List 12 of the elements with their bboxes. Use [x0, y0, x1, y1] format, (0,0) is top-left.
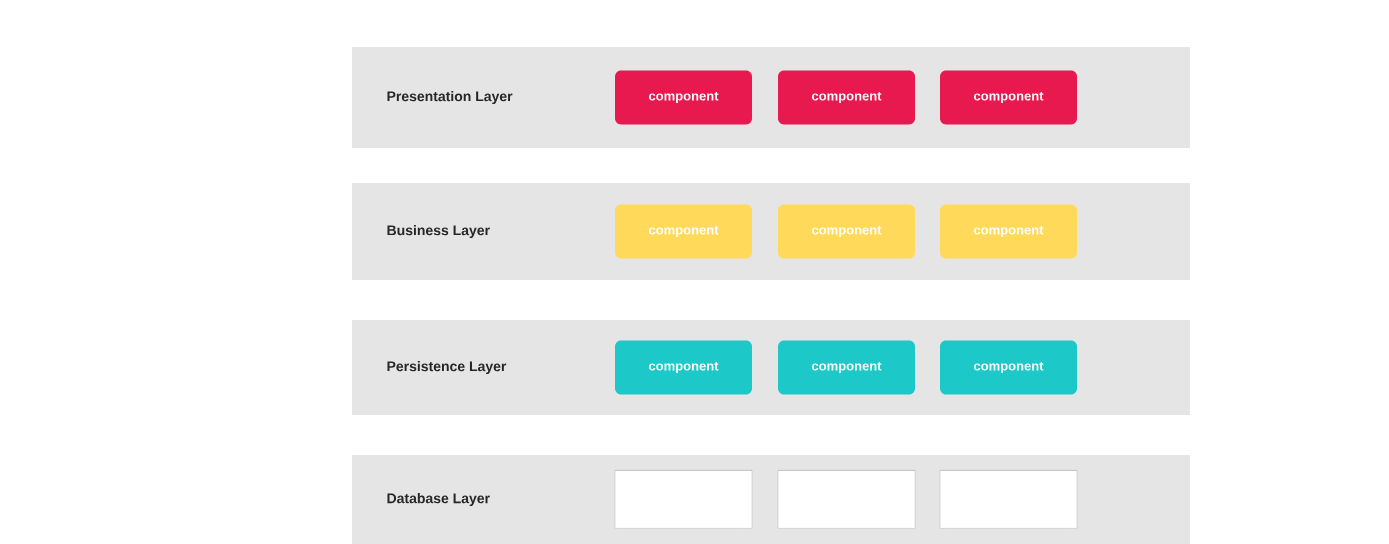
database-cylinder: [777, 470, 916, 529]
component-box: component: [778, 340, 915, 395]
database-cylinder: [614, 470, 753, 529]
component-box: component: [940, 70, 1077, 125]
component-box: component: [940, 204, 1077, 259]
component-box: component: [778, 204, 915, 259]
database-cylinder: [939, 470, 1078, 529]
component-box: component: [778, 70, 915, 125]
component-box: component: [615, 70, 752, 125]
component-box: component: [615, 340, 752, 395]
component-box: component: [940, 340, 1077, 395]
component-box: component: [615, 204, 752, 259]
